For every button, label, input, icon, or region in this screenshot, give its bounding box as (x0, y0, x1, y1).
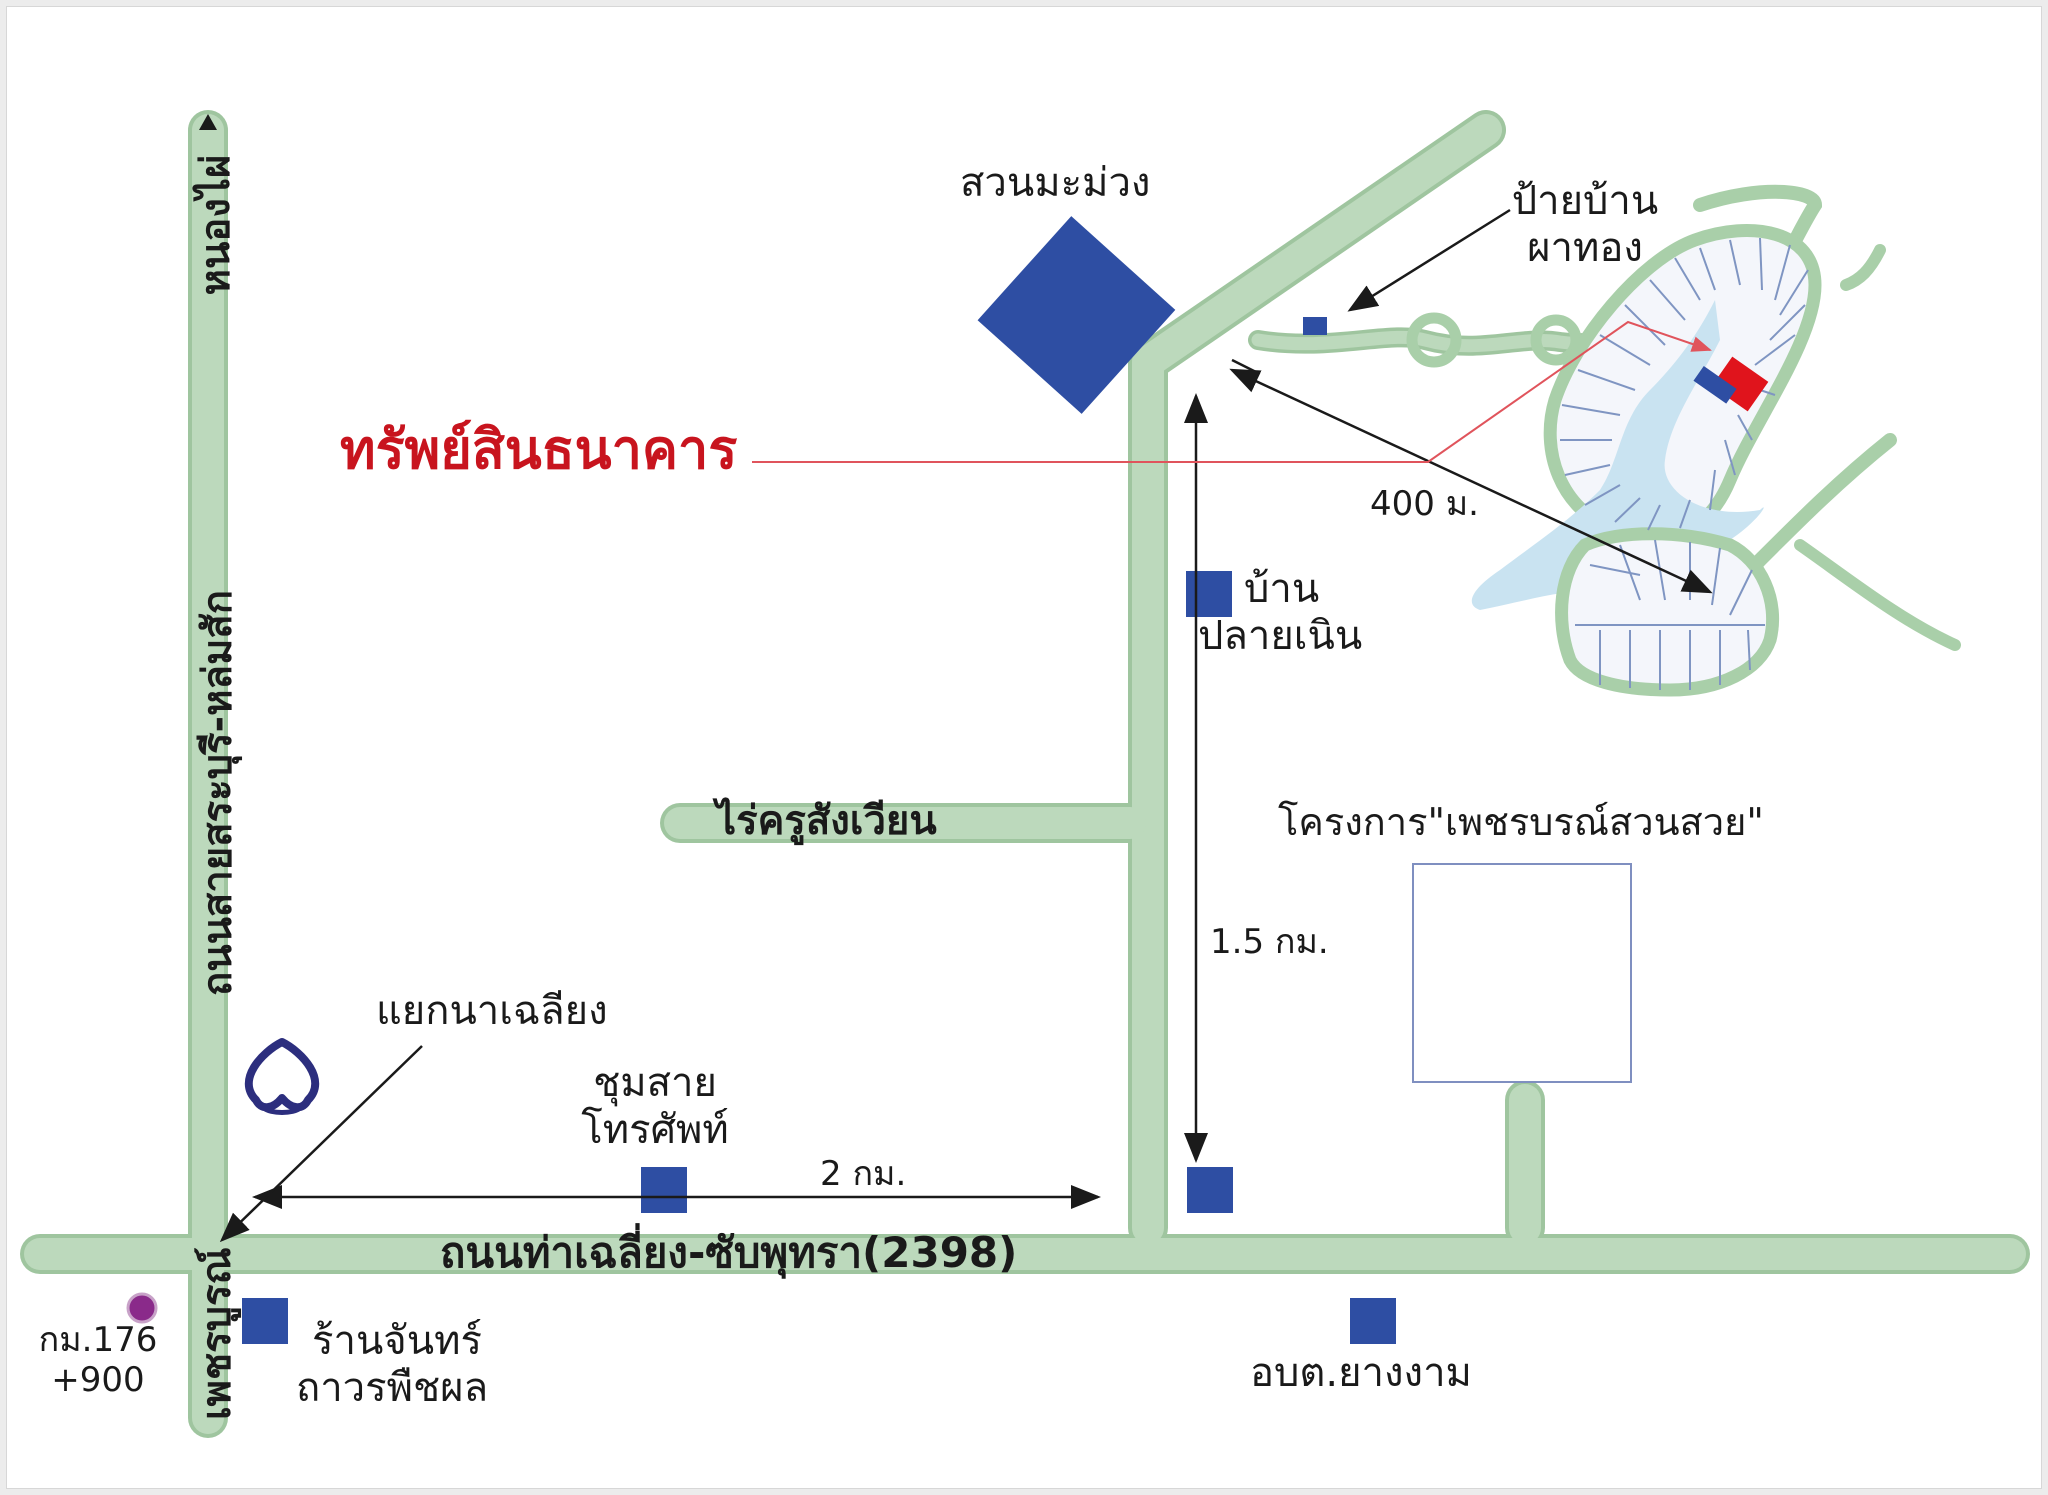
roundabout-2 (1530, 314, 1582, 366)
label-obt: อบต.ยางงาม (1250, 1350, 1472, 1396)
label-mango-orchard: สวนมะม่วง (960, 160, 1151, 206)
label-rai-kru: ไร่ครูสังเวียน (716, 798, 937, 844)
label-exchange-line2: โทรศัพท์ (581, 1107, 729, 1154)
end-1-5km-square (1187, 1167, 1233, 1213)
mango-orchard-square (977, 216, 1176, 414)
label-village-sign-2: ผาทอง (1527, 225, 1643, 272)
label-village-sign-1: ป้ายบ้าน (1511, 178, 1659, 224)
siam-commercial-bank-shell-icon (245, 1038, 319, 1115)
label-km-marker: กม.176 +900 (28, 1320, 168, 1400)
label-shop-line1: ร้านจันทร์ (312, 1318, 482, 1364)
roads (20, 110, 2030, 1438)
ring-road-southeast (1794, 539, 1961, 651)
arrow-junction (219, 1045, 423, 1243)
label-shop: ร้านจันทร์ ถาวรพืชผล (296, 1318, 488, 1412)
asset-pointer (752, 320, 1712, 463)
dimension-arrows (219, 208, 1713, 1243)
ring-road-stub (1840, 244, 1886, 291)
label-project-name: โครงการ"เพชรบรณ์สวนสวย" (1278, 800, 1764, 844)
label-exchange-line1: ชุมสาย (593, 1060, 717, 1106)
label-village-sign: ป้ายบ้าน ผาทอง (1505, 178, 1665, 272)
label-ban-line1: บ้าน (1244, 566, 1320, 612)
road-north (1132, 114, 1502, 1244)
label-road-west: ถนนสายสระบุรี-หล่มสัก (195, 590, 241, 996)
village-sign-square (1303, 317, 1327, 335)
landmarks (242, 216, 1396, 1344)
label-nong-phai: หนองไผ่ (193, 154, 239, 296)
label-phone-exchange: ชุมสาย โทรศัพท์ (560, 1060, 750, 1154)
label-road-main: ถนนท่าเฉลี่ยง-ซับพุทรา(2398) (440, 1228, 1018, 1277)
label-phetchabun: เพชรบูรณ์ (194, 1247, 240, 1420)
label-km-line2: +900 (51, 1360, 145, 1401)
purple-dot-icon (126, 1292, 158, 1324)
label-distance-2km: 2 กม. (820, 1154, 907, 1194)
shop-square (242, 1298, 288, 1344)
label-shop-line2: ถาวรพืชผล (296, 1365, 489, 1412)
project-box (1412, 863, 1632, 1083)
obt-square (1350, 1298, 1396, 1344)
label-distance-1-5km: 1.5 กม. (1210, 922, 1329, 962)
lot-block-lower (1555, 527, 1780, 697)
label-ban-plai-noen: บ้าน ปลายเนิน (1198, 566, 1362, 660)
arrow-400m (1229, 368, 1713, 594)
roundabout-1 (1406, 312, 1462, 368)
label-bank-asset: ทรัพย์สินธนาคาร (340, 418, 738, 481)
label-distance-400m: 400 ม. (1370, 484, 1479, 524)
arrow-village-sign (1347, 208, 1511, 312)
label-junction: แยกนาเฉลียง (376, 988, 608, 1034)
exchange-square (641, 1167, 687, 1213)
north-arrow-tick (199, 114, 217, 130)
label-km-line1: กม.176 (38, 1320, 158, 1360)
label-ban-line2: ปลายเนิน (1198, 613, 1363, 660)
